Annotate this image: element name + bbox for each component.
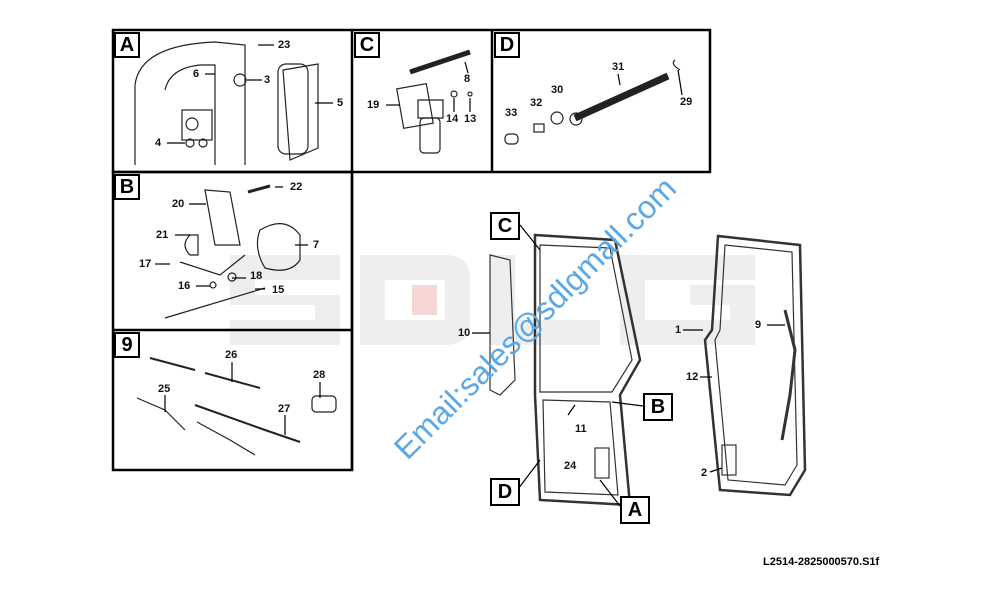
part-label: 21: [156, 229, 169, 241]
part-label: 2: [701, 467, 708, 479]
part-label: 23: [278, 39, 291, 51]
part-label: 26: [225, 349, 238, 361]
part-label: 19: [367, 99, 380, 111]
part-label: 4: [155, 137, 162, 149]
part-label: 25: [158, 383, 171, 395]
part-label: 16: [178, 280, 191, 292]
gas-strut-drawing: [504, 59, 681, 145]
window-glass-drawing: [703, 234, 807, 497]
leader-lines: [155, 44, 785, 507]
part-label: 32: [530, 97, 543, 109]
door-lock-drawing: [164, 184, 301, 319]
part-label: 17: [139, 258, 152, 270]
panel-tag-a: A: [114, 32, 140, 58]
part-label: 22: [290, 181, 303, 193]
callout-a: A: [620, 496, 650, 524]
part-label: 10: [458, 327, 471, 339]
part-label: 18: [250, 270, 263, 282]
part-label: 1: [675, 324, 682, 336]
part-label: 11: [575, 423, 587, 435]
part-label: 33: [505, 107, 518, 119]
callout-c: C: [490, 212, 520, 240]
part-label: 5: [337, 97, 344, 109]
part-label: 27: [278, 403, 291, 415]
panel-tag-b: B: [114, 174, 140, 200]
part-label: 6: [193, 68, 200, 80]
part-label: 9: [755, 319, 762, 331]
panel-frames: [111, 28, 712, 472]
sdlg-logo-shapes: [230, 255, 755, 345]
part-label: 28: [313, 369, 326, 381]
drawing-code: L2514-2825000570.S1f: [763, 556, 880, 568]
part-label: 30: [551, 84, 564, 96]
part-label: 14: [446, 113, 459, 125]
callout-b: B: [643, 393, 673, 421]
latch-handle-drawing: [134, 41, 319, 165]
door-assembly-drawing: [489, 233, 642, 507]
wiper-motor-drawing: [396, 49, 473, 154]
callout-d: D: [490, 478, 520, 506]
part-label: 13: [464, 113, 477, 125]
panel-tag-9: 9: [114, 332, 140, 358]
part-label: 31: [612, 61, 625, 73]
panel-tag-d: D: [494, 32, 520, 58]
part-label: 24: [564, 460, 577, 472]
part-label: 7: [313, 239, 320, 251]
panel-tag-c: C: [354, 32, 380, 58]
part-label: 8: [464, 73, 471, 85]
part-label: 20: [172, 198, 185, 210]
part-label: 12: [686, 371, 699, 383]
part-label: 3: [264, 74, 271, 86]
part-label: 15: [272, 284, 285, 296]
wiper-kit-drawing: [136, 357, 337, 456]
part-label: 29: [680, 96, 693, 108]
